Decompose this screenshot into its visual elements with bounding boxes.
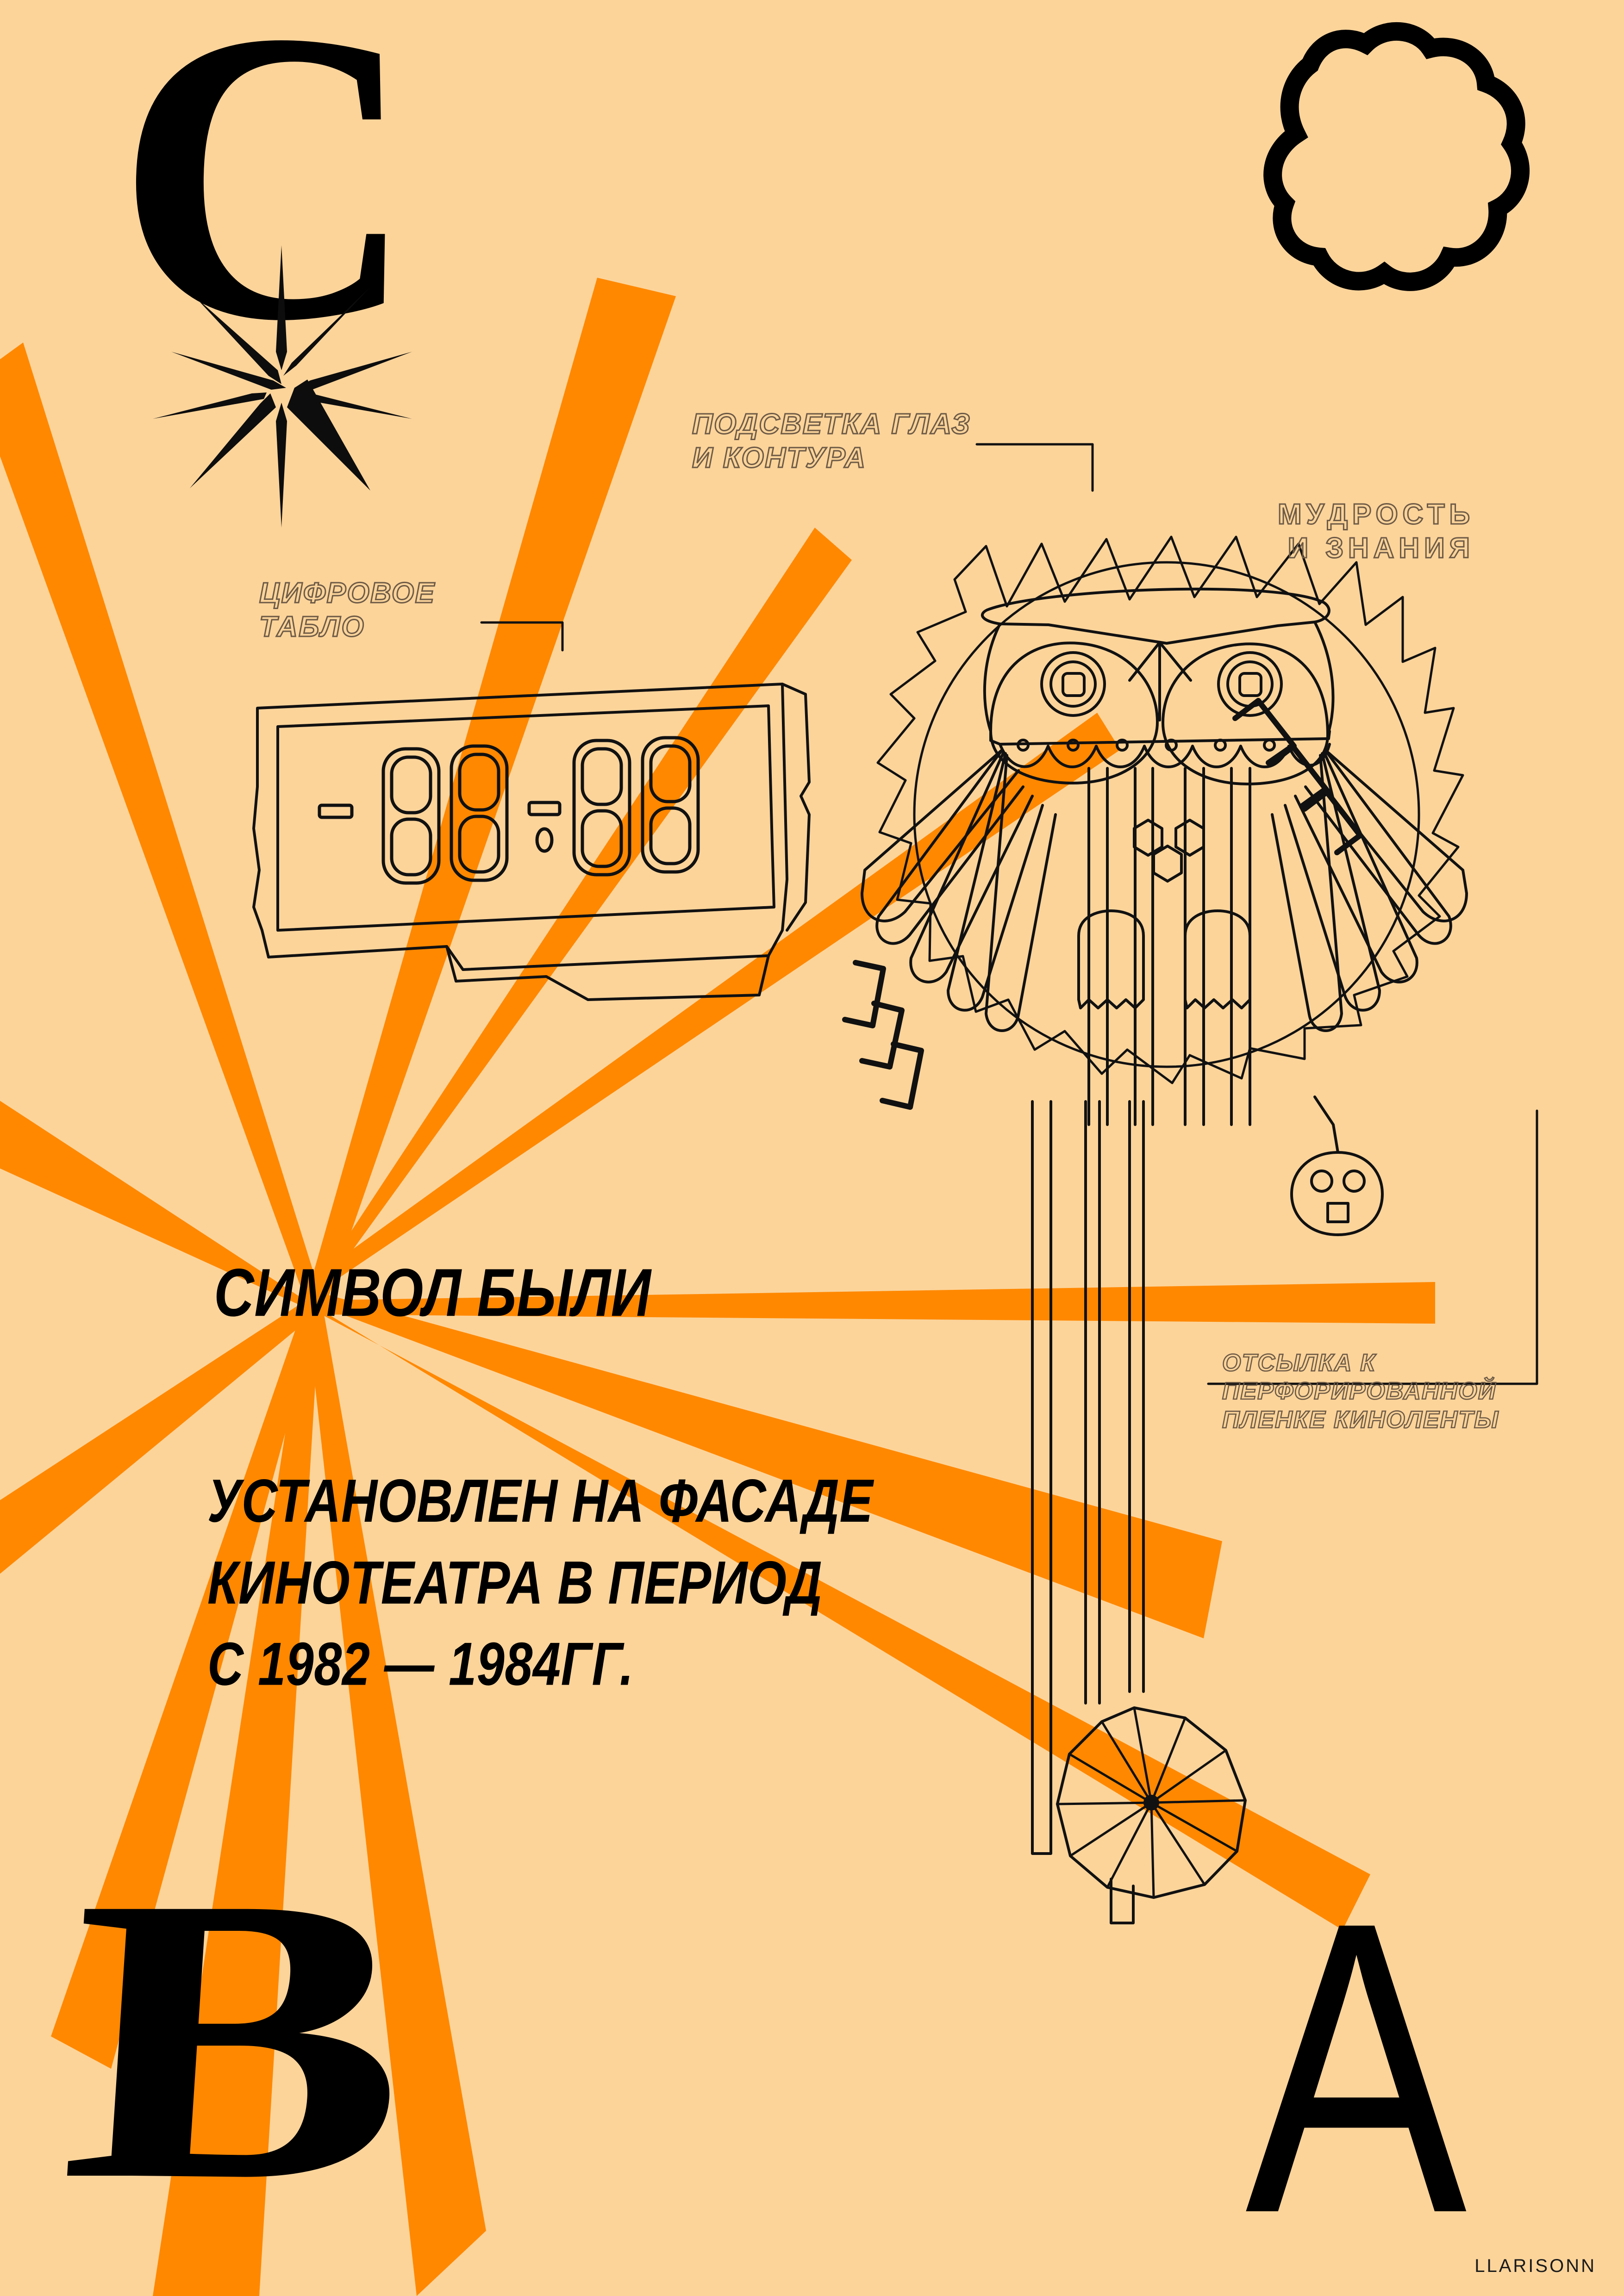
owl-eye-right bbox=[1217, 651, 1283, 717]
digital-clock-housing bbox=[252, 683, 811, 1001]
starburst-icon bbox=[153, 245, 412, 528]
author-signature: LLARISONN bbox=[1474, 2256, 1596, 2276]
leader-lines bbox=[480, 443, 1538, 1385]
blob-shape-icon bbox=[1263, 22, 1530, 291]
starburst-icon bbox=[0, 278, 1435, 2296]
owl-tail-rods bbox=[1087, 767, 1251, 1126]
clock-readout bbox=[318, 736, 700, 885]
page-title: Символ были bbox=[214, 1255, 651, 1331]
owl-bells bbox=[1077, 909, 1251, 1009]
owl-wing-left bbox=[861, 748, 1057, 1032]
winding-key-icon bbox=[1290, 1095, 1384, 1236]
owl-eye-left bbox=[1040, 651, 1106, 717]
owl-icon bbox=[861, 587, 1468, 1126]
glyph-letter-v: В bbox=[53, 1813, 422, 2264]
glyph-letter-a: А bbox=[1245, 1836, 1467, 2296]
owl-wing-right bbox=[1271, 748, 1468, 1032]
callout-digital-display: Цифровое табло bbox=[258, 576, 436, 643]
ring-letters-left bbox=[842, 960, 924, 1110]
owl-chest-dots bbox=[1017, 739, 1276, 752]
callout-wisdom: Мудрость и знания bbox=[1277, 498, 1475, 565]
callout-film-perforation: Отсылка к перфорированной пленке кинолен… bbox=[1222, 1349, 1499, 1434]
pendulum-rods bbox=[1031, 1100, 1145, 1855]
pendulum-icon bbox=[1056, 1706, 1247, 1924]
glyph-letter-c: C bbox=[116, 0, 417, 406]
headline-body-text: Установлен на фасаде кинотеатра в период… bbox=[207, 1466, 874, 1699]
owl-hex-weights bbox=[1133, 819, 1205, 883]
callout-eye-backlight: Подсветка глаз и контура bbox=[691, 407, 971, 474]
